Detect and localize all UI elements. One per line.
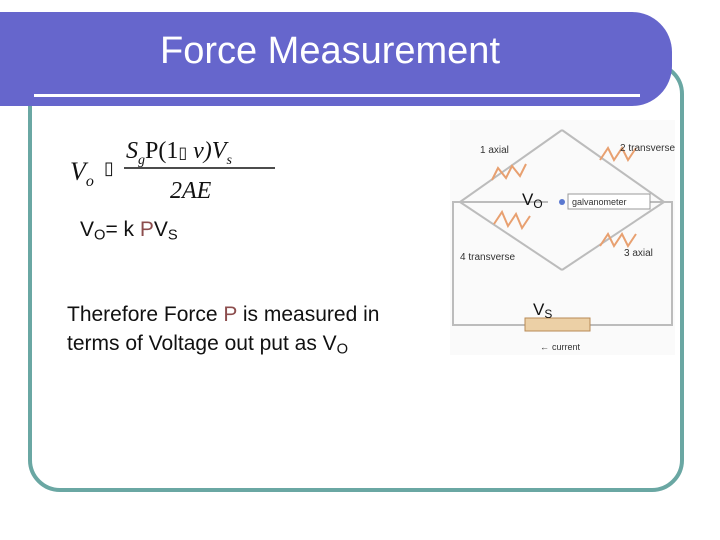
strain-gauge-3 <box>599 232 637 248</box>
gauge-label-3: 3 axial <box>624 248 653 259</box>
vs-supply-label: VS <box>533 300 553 321</box>
title-underline <box>34 94 640 97</box>
galvanometer-label: galvanometer <box>572 197 627 207</box>
wheatstone-bridge-diagram: galvanometer 1 axial 2 transverse 3 axia… <box>450 120 675 355</box>
galvanometer-icon <box>567 193 651 210</box>
formula-denominator: 2AE <box>170 178 212 204</box>
source-wire-left <box>452 201 525 326</box>
current-label: ←current <box>540 342 581 352</box>
title-bar <box>0 12 672 106</box>
galvanometer-node <box>559 199 565 205</box>
formula: Vo ▯ SgP(1▯ v)Vs 2AE <box>70 138 275 204</box>
gauge-label-4: 4 transverse <box>460 252 515 263</box>
bridge-wire-right-bottom <box>561 201 665 271</box>
formula-equals-glyph: ▯ <box>104 158 114 179</box>
strain-gauge-1 <box>491 163 527 181</box>
gauge-label-2: 2 transverse <box>620 143 675 154</box>
strain-gauge-2 <box>599 146 637 162</box>
voltage-source-icon <box>524 317 591 332</box>
current-arrow-icon: ← <box>540 342 549 352</box>
formula-lhs: Vo <box>70 157 94 190</box>
bridge-wire-right-top <box>561 129 665 203</box>
strain-gauge-4 <box>493 209 531 231</box>
bridge-wire-left-bottom <box>459 201 563 271</box>
vo-output-label: VO <box>522 190 543 211</box>
slide-title: Force Measurement <box>159 30 500 72</box>
explanation-paragraph: Therefore Force P is measured in terms o… <box>67 303 380 358</box>
diagram-background <box>450 120 675 355</box>
relation-line: VO= k PVS <box>80 218 178 244</box>
gauge-label-1: 1 axial <box>480 145 509 156</box>
formula-numerator: SgP(1▯ v)Vs <box>126 138 232 168</box>
source-wire-right <box>590 201 673 326</box>
